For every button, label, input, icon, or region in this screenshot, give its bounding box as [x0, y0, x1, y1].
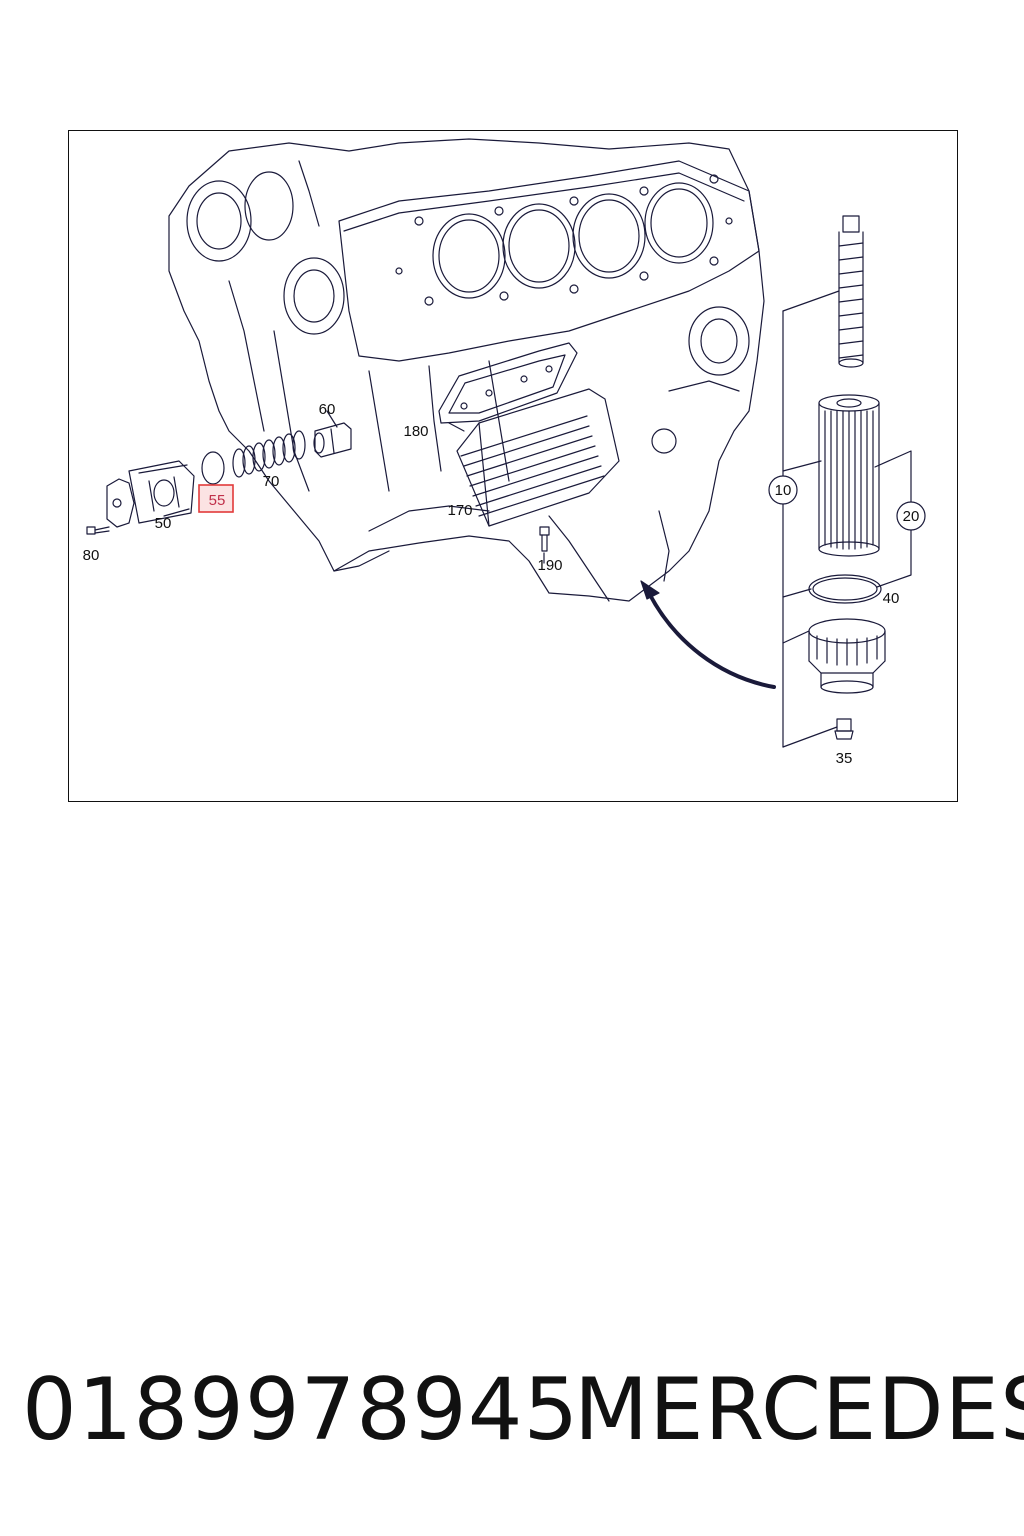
brand-name: MERCEDES: [574, 1360, 1024, 1460]
filter-cap: [808, 618, 886, 694]
o-ring-55: [201, 451, 225, 485]
group-brackets: [782, 290, 912, 748]
label-50: 50: [155, 515, 172, 532]
parts-diagram: 10 20 35 40 50 55 60 70 80 170 180 190: [83, 138, 926, 767]
product-footer: 0189978945 MERCEDES: [0, 1360, 1024, 1470]
part-number: 0189978945: [22, 1360, 580, 1460]
spring: [232, 430, 306, 478]
label-10: 10: [775, 482, 792, 499]
drain-plug-35: [834, 718, 854, 740]
engine-block: [168, 138, 765, 602]
valve-housing: [106, 460, 195, 528]
bolt-80: [86, 526, 110, 535]
highlight-box-55: [198, 484, 234, 513]
label-35: 35: [836, 750, 853, 767]
parts-diagram-frame: 10 20 35 40 50 55 60 70 80 170 180 190: [68, 130, 958, 802]
label-70: 70: [263, 473, 280, 490]
oil-cooler: [456, 388, 620, 527]
label-170: 170: [447, 502, 472, 519]
oil-filter-element: [818, 394, 880, 557]
assembly-arrow: [640, 580, 776, 689]
label-20-circle: [896, 501, 926, 531]
label-180: 180: [403, 423, 428, 440]
label-80: 80: [83, 547, 100, 564]
label-60: 60: [319, 401, 336, 418]
label-190: 190: [537, 557, 562, 574]
label-10-circle: [768, 475, 798, 505]
filter-center-tube: [838, 215, 864, 368]
bolt-190: [539, 526, 550, 552]
label-20: 20: [903, 508, 920, 525]
label-55: 55: [209, 492, 226, 509]
o-ring-40: [808, 574, 882, 604]
oil-cooler-gasket: [438, 342, 578, 424]
label-40: 40: [883, 590, 900, 607]
piston-60: [313, 422, 352, 458]
